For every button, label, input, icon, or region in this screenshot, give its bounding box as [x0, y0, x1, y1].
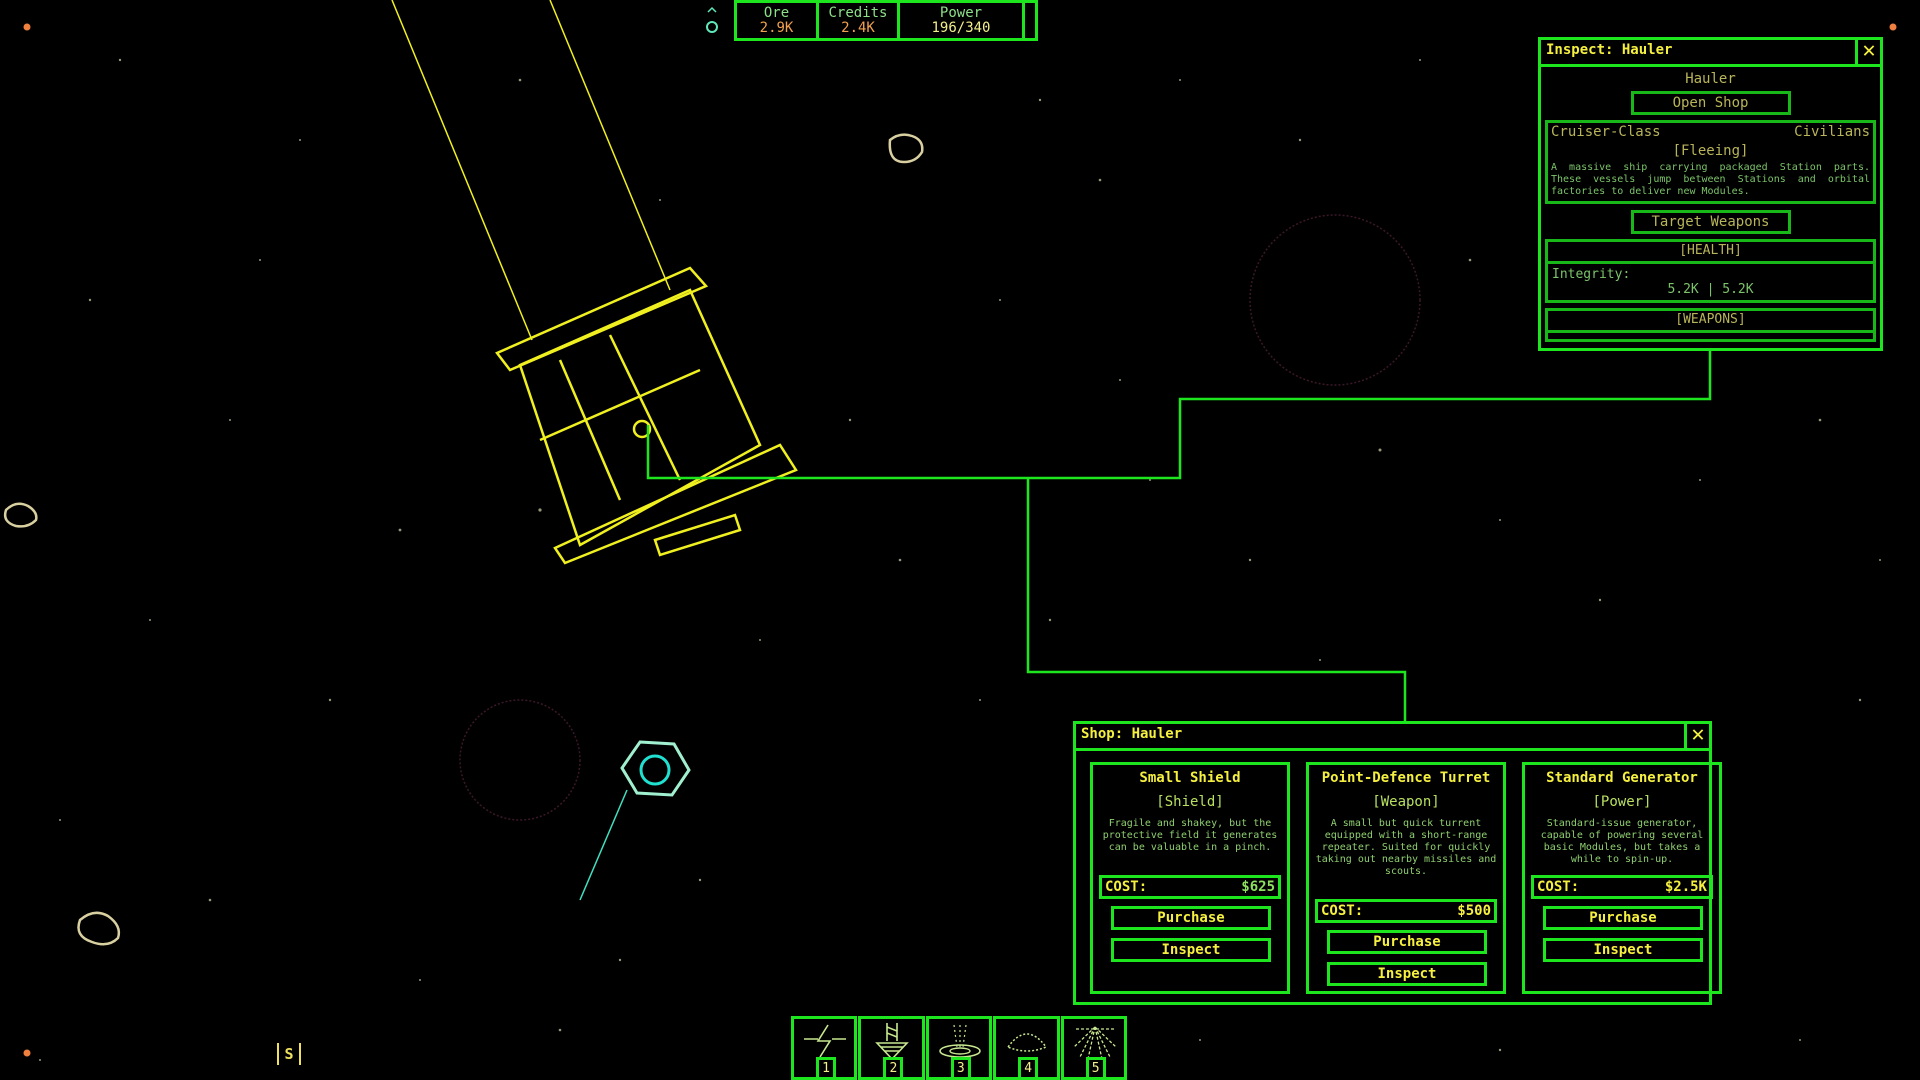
inspect-panel: Inspect: Hauler ✕ Hauler Open Shop Cruis… [1538, 37, 1883, 351]
inspect-ship-name: Hauler [1685, 71, 1736, 87]
shop-panel: Shop: Hauler ✕ Small Shield [Shield] Fra… [1073, 721, 1722, 1005]
open-shop-button[interactable]: Open Shop [1630, 91, 1791, 115]
shop-item-card: Standard Generator [Power] Standard-issu… [1522, 762, 1722, 994]
shop-item-description: Standard-issue generator, capable of pow… [1540, 818, 1704, 865]
inspect-item-button[interactable]: Inspect [1327, 962, 1487, 986]
resource-ore-value: 2.9K [759, 19, 794, 36]
inspect-info-section: Cruiser-Class Civilians [Fleeing] A mass… [1545, 120, 1876, 204]
lightning-icon [804, 1024, 846, 1058]
hotbar-key: 3 [950, 1057, 971, 1077]
ship-faction: Civilians [1794, 124, 1870, 140]
purchase-button[interactable]: Purchase [1543, 906, 1703, 930]
resource-ore: Ore 2.9K [734, 0, 819, 41]
cost-label: COST: [1105, 879, 1148, 895]
resource-power-label: Power [939, 4, 983, 21]
shop-item-card: Point-Defence Turret [Weapon] A small bu… [1306, 762, 1506, 994]
health-section: [HEALTH] Integrity: 5.2K | 5.2K [1545, 239, 1876, 303]
cost-value: $625 [1241, 879, 1275, 895]
hotbar-slot-3[interactable]: 3 [925, 1016, 993, 1080]
hotbar-key: 2 [883, 1057, 904, 1077]
shop-titlebar[interactable]: Shop: Hauler ✕ [1076, 724, 1709, 751]
shop-item-cost: COST: $2.5K [1531, 875, 1713, 899]
dome-icon [1007, 1033, 1048, 1052]
inspect-title: Inspect: Hauler [1546, 42, 1673, 58]
shop-item-cost: COST: $500 [1315, 899, 1497, 923]
shop-item-type: [Shield] [1156, 794, 1224, 810]
hotbar-key: 5 [1085, 1057, 1106, 1077]
shop-item-type: [Weapon] [1372, 794, 1440, 810]
ship-status: [Fleeing] [1672, 143, 1749, 159]
cost-value: $500 [1457, 903, 1491, 919]
weapons-section: [WEAPONS] [1545, 308, 1876, 342]
integrity-label: Integrity: [1552, 267, 1631, 282]
player-ship [579, 740, 691, 901]
cost-label: COST: [1321, 903, 1364, 919]
shop-item-cost: COST: $625 [1099, 875, 1281, 899]
ship-description: A massive ship carrying packaged Station… [1551, 162, 1870, 197]
shop-item-name: Point-Defence Turret [1321, 770, 1491, 786]
ship-class: Cruiser-Class [1551, 124, 1661, 140]
hotbar-slot-5[interactable]: 5 [1060, 1016, 1128, 1080]
shop-title: Shop: Hauler [1081, 726, 1183, 742]
station-marker[interactable]: S [277, 1043, 301, 1065]
integrity-value: 5.2K | 5.2K [1667, 282, 1754, 297]
purchase-button[interactable]: Purchase [1111, 906, 1271, 930]
close-x-icon: ✕ [1691, 722, 1705, 747]
weapons-header: [WEAPONS] [1548, 311, 1873, 333]
build-hotbar: 1 2 3 4 5 [791, 1016, 1128, 1080]
hotbar-slot-4[interactable]: 4 [993, 1016, 1060, 1080]
shop-close-button[interactable]: ✕ [1684, 724, 1709, 748]
drill-icon [875, 1023, 910, 1061]
shop-item-description: Fragile and shakey, but the protective f… [1102, 818, 1278, 853]
close-x-icon: ✕ [1862, 38, 1876, 63]
hotbar-slot-1[interactable]: 1 [791, 1016, 858, 1080]
hauler-ship [495, 266, 798, 565]
resource-power-value: 196/340 [931, 19, 991, 36]
hotbar-key: 1 [816, 1057, 836, 1077]
resource-ore-label: Ore [763, 4, 790, 21]
shop-item-description: A small but quick turrent equipped with … [1315, 818, 1497, 877]
shop-item-name: Standard Generator [1546, 770, 1698, 786]
hotbar-key: 4 [1018, 1057, 1039, 1077]
resource-bar-end [1022, 0, 1038, 41]
shop-item-card: Small Shield [Shield] Fragile and shakey… [1090, 762, 1290, 994]
inspect-close-button[interactable]: ✕ [1855, 40, 1880, 64]
burst-icon [1073, 1026, 1117, 1060]
beacon-pad-icon [939, 1024, 981, 1058]
target-weapons-button[interactable]: Target Weapons [1630, 210, 1791, 234]
inspect-item-button[interactable]: Inspect [1543, 938, 1703, 962]
resource-credits-label: Credits [828, 4, 888, 21]
resource-bar: Ore 2.9K Credits 2.4K Power 196/340 [734, 0, 1038, 41]
resource-credits: Credits 2.4K [816, 0, 900, 41]
resource-power: Power 196/340 [897, 0, 1025, 41]
resource-credits-value: 2.4K [841, 19, 875, 36]
health-header: [HEALTH] [1548, 242, 1873, 264]
shop-item-type: [Power] [1592, 794, 1652, 810]
inspect-item-button[interactable]: Inspect [1111, 938, 1271, 962]
cost-label: COST: [1537, 879, 1580, 895]
hotbar-slot-2[interactable]: 2 [858, 1016, 925, 1080]
cost-value: $2.5K [1664, 879, 1707, 895]
shop-item-name: Small Shield [1139, 770, 1241, 786]
purchase-button[interactable]: Purchase [1327, 930, 1487, 954]
inspect-titlebar[interactable]: Inspect: Hauler ✕ [1541, 40, 1880, 67]
